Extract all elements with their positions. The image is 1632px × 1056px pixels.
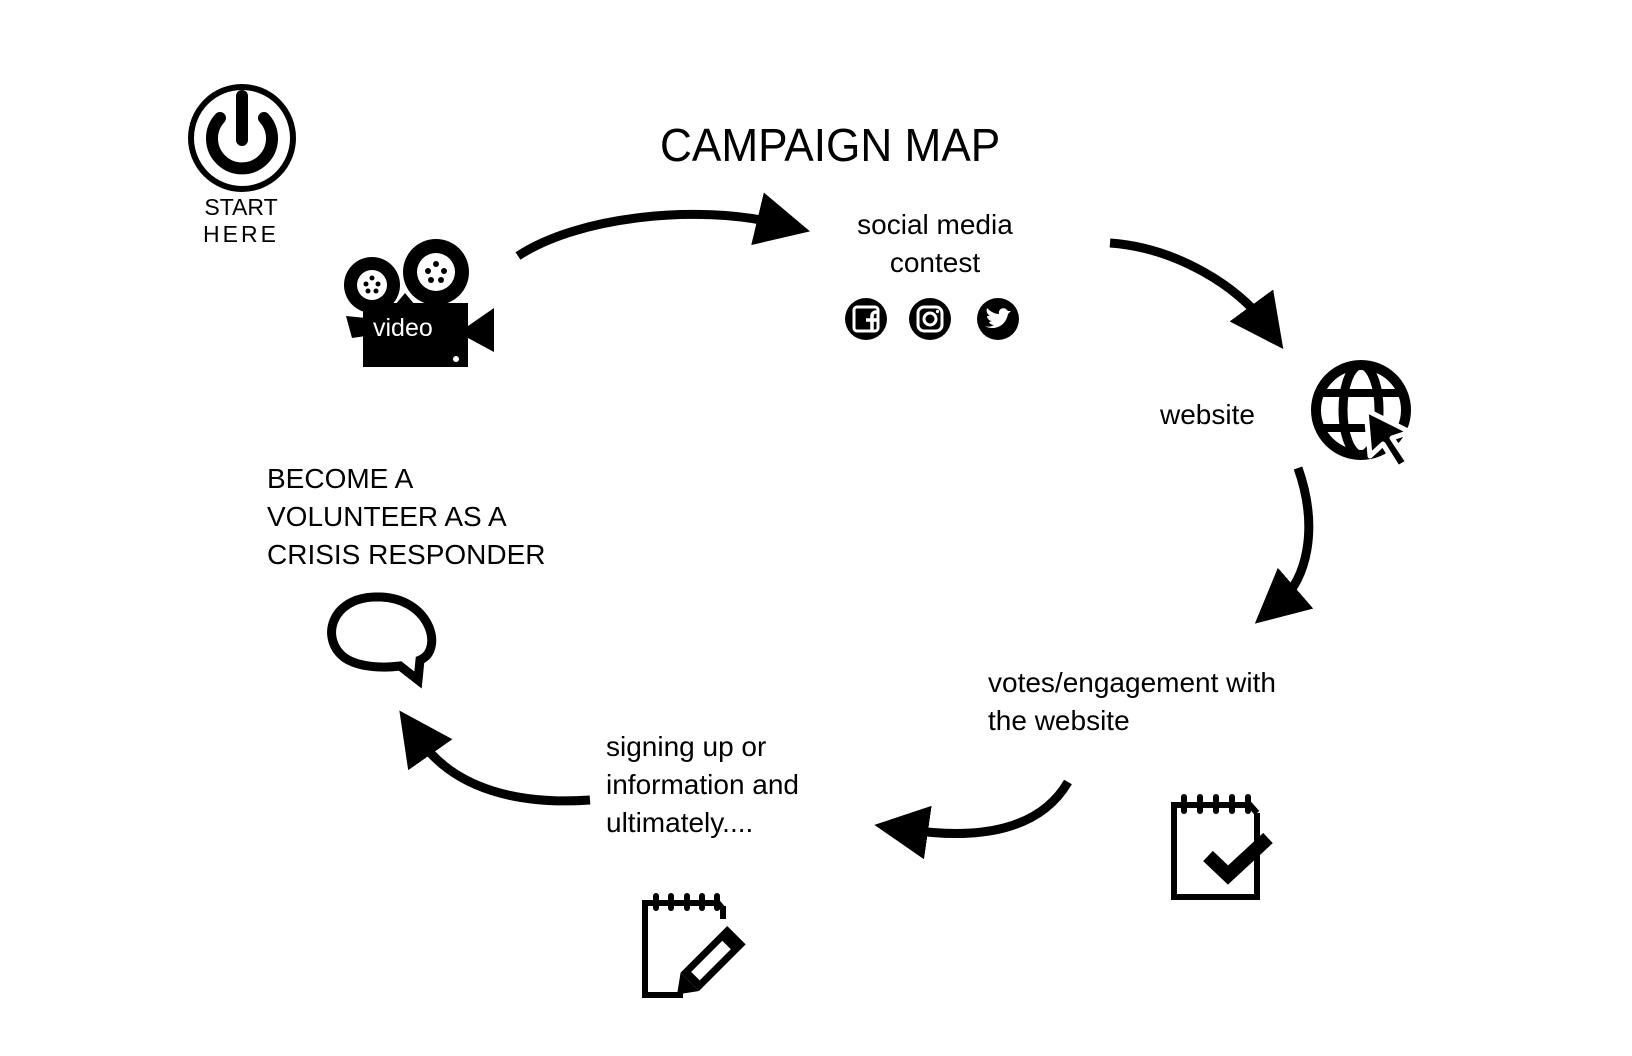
votes-label-line1: votes/engagement with <box>988 667 1276 698</box>
arrow-social-to-website <box>1109 238 1284 350</box>
video-label: video <box>373 314 433 342</box>
arrow-video-to-social <box>515 192 811 260</box>
signing-label-line3: ultimately.... <box>606 807 754 838</box>
signing-up-label: signing up or information and ultimately… <box>606 728 799 842</box>
social-label-line2: contest <box>889 247 981 278</box>
twitter-icon[interactable] <box>977 298 1019 340</box>
instagram-icon[interactable] <box>909 298 951 340</box>
signing-label-line2: information and <box>606 769 800 800</box>
page-title: CAMPAIGN MAP <box>660 119 1001 171</box>
social-media-contest-label: social media contest <box>800 206 1070 282</box>
globe-cursor-icon <box>1311 360 1413 471</box>
flow-arrows <box>399 192 1314 860</box>
volunteer-label: BECOME A VOLUNTEER AS A CRISIS RESPONDER <box>267 460 546 574</box>
volunteer-label-line3: CRISIS RESPONDER <box>267 539 546 570</box>
facebook-icon[interactable] <box>845 298 887 340</box>
start-label-line2: HERE <box>203 221 279 247</box>
arrow-votes-to-signing <box>874 779 1072 860</box>
power-icon <box>188 84 296 192</box>
signing-label-line1: signing up or <box>606 731 767 762</box>
website-label: website <box>1160 399 1255 430</box>
start-label-line1: START <box>204 194 278 220</box>
volunteer-label-line2: VOLUNTEER AS A <box>267 501 507 532</box>
film-camera-icon <box>344 239 494 367</box>
speech-bubble-icon <box>327 592 437 689</box>
volunteer-label-line1: BECOME A <box>267 463 414 494</box>
notepad-pencil-icon <box>642 893 746 998</box>
notepad-check-icon <box>1171 794 1273 900</box>
arrow-signing-to-volunteer <box>399 710 591 806</box>
arrow-website-to-votes <box>1254 466 1314 624</box>
votes-engagement-label: votes/engagement with the website <box>988 664 1276 740</box>
votes-label-line2: the website <box>988 705 1130 736</box>
start-here-label: START HERE <box>196 194 286 248</box>
social-label-line1: social media <box>857 209 1013 240</box>
